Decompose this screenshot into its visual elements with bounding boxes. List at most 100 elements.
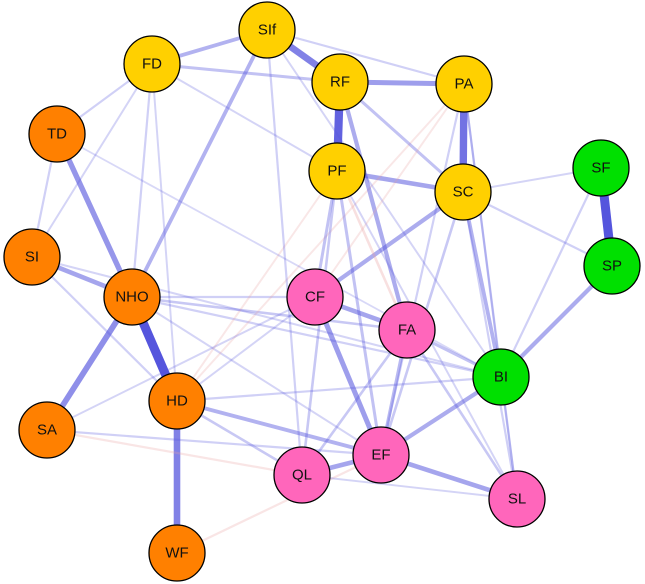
edge-fd-rf — [150, 62, 342, 84]
node-label-hd: HD — [166, 393, 188, 410]
node-sf: SF — [572, 139, 630, 197]
node-rf: RF — [311, 53, 369, 111]
edge-sc-sl — [461, 190, 519, 501]
node-label-ql: QL — [292, 467, 312, 484]
edge-pa-bi — [462, 82, 503, 379]
node-fd: FD — [123, 35, 181, 93]
node-label-sp: SP — [602, 258, 622, 275]
edge-nho-bi — [130, 295, 503, 379]
node-circle-si — [3, 228, 61, 286]
node-ql: QL — [273, 446, 331, 504]
edge-si-hd — [30, 255, 179, 403]
edge-fd-pf — [151, 63, 338, 172]
node-circle-bi — [472, 348, 530, 406]
edge-sa-ql — [45, 428, 304, 477]
node-circle-fd — [123, 35, 181, 93]
node-si: SI — [3, 228, 61, 286]
node-pf: PF — [308, 142, 366, 200]
node-circle-pa — [435, 55, 493, 113]
node-wf: WF — [148, 524, 206, 582]
edge-fd-si — [31, 63, 153, 258]
node-nho: NHO — [103, 268, 161, 326]
edge-fa-sl — [405, 328, 519, 501]
edge-hd-ef — [175, 399, 383, 457]
edge-fd-nho — [130, 62, 154, 299]
node-circle-sp — [583, 237, 641, 295]
edge-fd-hd — [151, 63, 178, 402]
edge-nho-fa — [130, 295, 409, 332]
node-circle-sif — [238, 1, 296, 59]
node-circle-rf — [311, 53, 369, 111]
node-pa: PA — [435, 55, 493, 113]
node-label-sf: SF — [591, 160, 610, 177]
node-ef: EF — [352, 426, 410, 484]
node-label-ef: EF — [371, 447, 390, 464]
node-sp: SP — [583, 237, 641, 295]
node-label-sl: SL — [508, 491, 526, 508]
node-circle-sc — [434, 163, 492, 221]
node-label-wf: WF — [165, 545, 188, 562]
node-circle-ql — [273, 446, 331, 504]
node-label-bi: BI — [494, 369, 508, 386]
node-circle-wf — [148, 524, 206, 582]
edge-sif-ql — [265, 28, 304, 477]
node-circle-hd — [148, 372, 206, 430]
node-label-pa: PA — [455, 76, 474, 93]
node-sl: SL — [488, 470, 546, 528]
edge-ef-pf — [335, 169, 383, 457]
node-fa: FA — [378, 301, 436, 359]
node-circle-td — [28, 105, 86, 163]
node-label-si: SI — [25, 249, 39, 266]
node-td: TD — [28, 105, 86, 163]
node-circle-cf — [286, 268, 344, 326]
edge-td-nho — [54, 131, 135, 300]
edge-sif-bi — [266, 29, 502, 378]
edge-pa-cf — [314, 83, 465, 298]
edge-sf-bi — [499, 166, 603, 379]
edge-si-bi — [31, 256, 502, 378]
node-label-sa: SA — [37, 422, 57, 439]
node-circle-sa — [18, 401, 76, 459]
node-cf: CF — [286, 268, 344, 326]
node-circle-nho — [103, 268, 161, 326]
edge-sif-nho — [130, 28, 269, 299]
node-circle-fa — [378, 301, 436, 359]
edge-sa-ef — [45, 428, 383, 457]
node-label-sif: SIf — [258, 22, 277, 39]
edge-pf-fa — [335, 169, 409, 332]
node-circle-sl — [488, 470, 546, 528]
edge-hd-pf — [176, 170, 338, 402]
node-hd: HD — [148, 372, 206, 430]
edge-sif-pa — [265, 28, 466, 86]
edge-ef-pa — [379, 82, 466, 457]
edge-cf-sc — [312, 189, 466, 300]
edge-hd-pa — [176, 83, 465, 402]
node-sc: SC — [434, 163, 492, 221]
node-label-td: TD — [47, 126, 67, 143]
edge-hd-cf — [176, 296, 316, 402]
node-label-pf: PF — [327, 163, 346, 180]
edge-hd-bi — [175, 375, 503, 403]
edge-wf-ef — [175, 453, 383, 555]
node-bi: BI — [472, 348, 530, 406]
node-label-rf: RF — [330, 74, 350, 91]
edge-sc-bi — [461, 190, 503, 379]
node-label-fa: FA — [398, 322, 416, 339]
node-circle-ef — [352, 426, 410, 484]
node-circle-pf — [308, 142, 366, 200]
node-label-nho: NHO — [115, 289, 148, 306]
edge-pa-sl — [462, 82, 519, 501]
node-label-sc: SC — [453, 184, 474, 201]
edge-nho-ef — [131, 296, 382, 456]
edge-rf-fa — [337, 79, 410, 333]
node-circle-sf — [572, 139, 630, 197]
edge-sa-cf — [46, 296, 316, 431]
node-sif: SIf — [238, 1, 296, 59]
node-label-fd: FD — [142, 56, 162, 73]
edge-ql-sl — [301, 474, 518, 500]
node-sa: SA — [18, 401, 76, 459]
edge-ql-fa — [300, 328, 409, 477]
